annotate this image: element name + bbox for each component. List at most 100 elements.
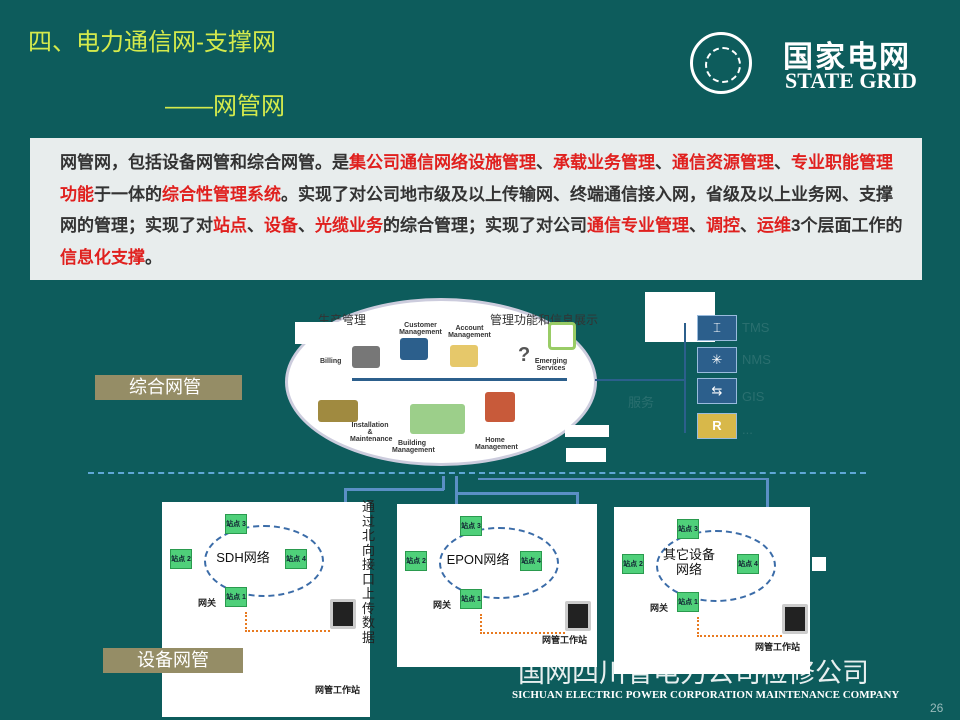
- orange-link: [245, 612, 330, 632]
- node-icon: 站点 2: [405, 551, 427, 571]
- highlight-text: 专业职能管理功能: [60, 153, 893, 204]
- workstation-icon: [782, 604, 808, 634]
- node-icon: 站点 3: [677, 519, 699, 539]
- highlight-text: 运维: [757, 216, 791, 235]
- body-text: 、: [655, 153, 672, 172]
- nms-icon: ✳: [697, 347, 737, 373]
- cloud-right-label: 管理功能和信息展示: [490, 313, 599, 327]
- uplink-arrow: [442, 476, 445, 490]
- highlight-text: 综合性管理系统: [162, 184, 281, 204]
- mask-box: [566, 448, 606, 462]
- body-text: 。: [145, 247, 162, 267]
- cloud-bus-line: [352, 378, 567, 381]
- uplink-line: [344, 488, 444, 491]
- node-icon: 站点 2: [170, 549, 192, 569]
- service-item: GIS: [742, 389, 765, 404]
- cloud-item: Installation & Maintenance: [350, 422, 393, 443]
- customer-icon: [400, 338, 428, 360]
- slide-title: 四、电力通信网-支撑网: [28, 29, 276, 56]
- highlight-text: 信息化支撑: [60, 247, 145, 267]
- logo-text-en: STATE GRID: [785, 68, 917, 93]
- building-chart-icon: [410, 404, 465, 434]
- body-text: 。实现了对公司地市级及以上传输网、终端通信接入网，省级及以上业务网、支撑网的管理…: [60, 184, 893, 236]
- highlight-text: 承载业务管理: [553, 153, 655, 172]
- ring-link: [656, 530, 776, 602]
- cloud-item: Emerging Services: [534, 358, 568, 372]
- node-icon: 站点 3: [460, 516, 482, 536]
- description-panel: 网管网，包括设备网管和综合网管。是集公司通信网络设施管理、承载业务管理、通信资源…: [30, 138, 922, 280]
- service-link: [595, 379, 685, 381]
- uplink-line: [478, 478, 768, 480]
- mask-box: [565, 425, 609, 437]
- home-icon: [485, 392, 515, 422]
- router-icon: R: [697, 413, 737, 439]
- cloud-item: Building Management: [392, 440, 435, 454]
- highlight-text: 设备: [264, 216, 298, 235]
- body-text: 网管网，包括设备网管和综合网管。是: [60, 153, 349, 172]
- node-icon: 站点 1: [225, 587, 247, 607]
- body-text: 于一体的: [94, 184, 162, 204]
- gateway-label: 网关: [198, 598, 217, 608]
- maintenance-icon: [318, 400, 358, 422]
- orange-link: [480, 614, 565, 634]
- divider-dashed: [88, 472, 866, 474]
- node-icon: 站点 4: [520, 551, 542, 571]
- logo-text-cn: 国家电网: [783, 41, 911, 74]
- uplink-arrow: [455, 476, 458, 506]
- service-item: ...: [742, 422, 753, 437]
- node-icon: 站点 1: [460, 589, 482, 609]
- highlight-box: [548, 322, 576, 350]
- body-text: 的综合管理；实现了对公司: [383, 216, 587, 235]
- workstation-icon: [330, 599, 356, 629]
- node-icon: 站点 4: [737, 554, 759, 574]
- body-text: 、: [689, 216, 706, 235]
- highlight-text: 通信资源管理: [672, 153, 774, 172]
- integrated-nms-label: 综合网管: [95, 375, 242, 400]
- highlight-text: 通信专业管理: [587, 216, 689, 235]
- body-text: 、: [247, 216, 264, 235]
- page-number: 26: [930, 701, 944, 715]
- highlight-text: 站点: [213, 216, 247, 235]
- workstation-label: 网管工作站: [542, 635, 588, 645]
- uplink-line: [455, 492, 579, 495]
- ring-link: [204, 525, 324, 597]
- network-name: SDH网络: [216, 550, 270, 565]
- service-label: 服务: [628, 395, 655, 410]
- ring-link: [439, 527, 559, 599]
- orange-link: [697, 617, 782, 637]
- cloud-item: Customer Management: [399, 322, 442, 336]
- highlight-text: 调控: [706, 216, 740, 235]
- slide-subtitle: ——网管网: [165, 93, 285, 120]
- network-name: EPON网络: [446, 552, 510, 567]
- cloud-item: Home Management: [475, 437, 518, 451]
- workstation-label: 网管工作站: [755, 642, 801, 652]
- upload-text: 通过北向接口上传数据: [362, 499, 376, 645]
- workstation-icon: [565, 601, 591, 631]
- highlight-text: 集公司通信网络设施管理: [349, 153, 536, 172]
- service-bus: [684, 323, 686, 433]
- billing-icon: [352, 346, 380, 368]
- service-item: NMS: [742, 352, 771, 367]
- highlight-text: 光缆业务: [315, 216, 383, 235]
- gis-icon: ⇆: [697, 378, 737, 404]
- body-text: 、: [298, 216, 315, 235]
- node-icon: 站点 4: [285, 549, 307, 569]
- network-name: 其它设备网络: [662, 547, 715, 577]
- footer-company-cn: 国网四川省电力公司检修公司: [518, 658, 869, 688]
- service-item: TMS: [742, 320, 770, 335]
- node-icon: 站点 3: [225, 514, 247, 534]
- folder-icon: [450, 345, 478, 367]
- body-text: 、: [536, 153, 553, 172]
- device-nms-label: 设备网管: [103, 648, 243, 673]
- mask-box: [812, 557, 826, 571]
- cloud-item: Account Management: [448, 325, 491, 339]
- gateway-label: 网关: [433, 600, 452, 610]
- body-text: 3个层面工作的: [791, 216, 903, 235]
- body-text: 、: [740, 216, 757, 235]
- node-icon: 站点 1: [677, 592, 699, 612]
- question-icon: ?: [518, 344, 531, 366]
- mask-box: [295, 322, 347, 344]
- footer-company-en: SICHUAN ELECTRIC POWER CORPORATION MAINT…: [512, 689, 900, 701]
- gateway-label: 网关: [650, 603, 669, 613]
- node-icon: 站点 2: [622, 554, 644, 574]
